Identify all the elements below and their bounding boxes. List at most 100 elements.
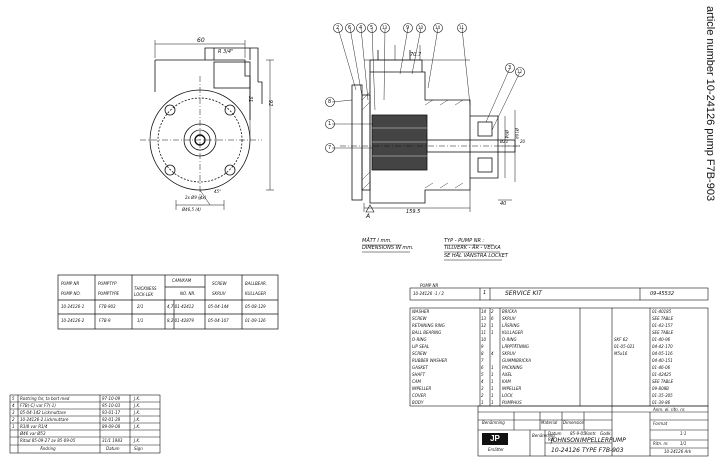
pump-table-cell: 05-08-129	[245, 304, 266, 309]
dim-shaft: 20	[520, 139, 526, 144]
parts-list-cell: SEE TABLE	[652, 379, 674, 384]
revision-cell: Rostring far, ta bort med	[20, 396, 70, 401]
parts-list-cell: SCREW	[412, 351, 427, 356]
revision-cell: Ø46 var Ø53	[20, 431, 46, 436]
pump-table-header: LOCK-LEK	[134, 292, 154, 297]
parts-list-cell: 1	[481, 400, 484, 405]
callout-6: 6	[348, 25, 352, 31]
callout-10: 10	[418, 25, 424, 30]
callout-1: 1	[328, 121, 332, 127]
parts-list-cell: 9	[481, 344, 484, 349]
dim-section-length: 159.5	[406, 209, 421, 215]
parts-list-cell: 04-40-151	[652, 358, 673, 363]
dim-phi-94: Ø94	[504, 130, 509, 139]
parts-list-cell: AXEL	[502, 372, 513, 377]
parts-list-cell: 01-39-86	[652, 400, 671, 405]
parts-list-cell: KULLAGER	[502, 330, 524, 335]
revision-cell: 89-09-08	[102, 424, 121, 429]
title-label-benamning-2: Benämning	[532, 433, 555, 438]
parts-list-cell: 12	[481, 323, 487, 328]
parts-list-cell: 10	[481, 337, 487, 342]
parts-list-cell: 01-42425	[652, 372, 672, 377]
parts-list-cell: SEE TABLE	[652, 330, 674, 335]
units-note-1: MÅTT I mm.	[362, 238, 392, 244]
parts-list-cell: 1	[491, 365, 494, 370]
pump-table-cell: 10-24126-2	[61, 318, 85, 323]
title-drawing-no: 10-24126 Ark	[664, 449, 692, 454]
dim-right: 31	[247, 96, 253, 103]
title-sheet: 1/1	[680, 441, 687, 446]
callout-5: 5	[370, 25, 374, 31]
parts-list-cell: BALL BEARING	[412, 330, 442, 335]
title-company-full: IMPELLERPUMP	[580, 437, 626, 444]
revision-cell: J.K.	[134, 438, 141, 443]
parts-list-cell: 01-40-96	[652, 337, 671, 342]
title-label-format: Format	[653, 421, 668, 426]
callout-9: 9	[406, 25, 410, 31]
pump-table-header: PUMPTYPE	[98, 291, 120, 296]
pump-table-header: PUMP NO.	[61, 291, 81, 296]
dim-width-top: 60	[197, 37, 205, 44]
parts-list-cell: IMPELLER	[412, 386, 432, 391]
pump-table-cell: 8,2 01-42879	[167, 318, 194, 323]
revision-lines	[9, 394, 161, 454]
parts-list-cell: 1	[491, 393, 494, 398]
dim-section-bottom-right: 40	[500, 201, 507, 207]
parts-list-cell: WASHER	[412, 309, 430, 314]
callout-14: 14	[435, 25, 441, 30]
parts-list-cell: 2	[481, 393, 484, 398]
pump-table-cell: 10-24126-1	[61, 304, 85, 309]
callout-8: 8	[328, 99, 332, 105]
revision-cell: 2	[12, 417, 15, 422]
title-scale: 1:1	[680, 431, 687, 436]
pump-table-header: THICKNESS	[134, 286, 157, 291]
callout-2: 2	[336, 25, 340, 31]
pump-table-cell: F7B-9	[99, 318, 111, 323]
revision-cell: J.K.	[134, 396, 141, 401]
parts-list-cell: SKF 62	[614, 337, 628, 342]
callout-13: 13	[382, 25, 388, 30]
callout-4: 4	[359, 25, 363, 31]
parts-list-cell: CAM	[412, 379, 421, 384]
parts-list-cell: RUBBER WASHER	[412, 358, 448, 363]
dim-angle: 45°	[214, 189, 222, 194]
pump-table-header: BALLBEAR.	[245, 281, 267, 286]
parts-list-cell: 13	[481, 316, 487, 321]
parts-list-cell: PUMPHUS	[502, 400, 522, 405]
service-kit-index: 1	[483, 290, 487, 296]
pump-id-note-3: SE HÅL VÄNSTRA LOCKET	[444, 253, 508, 259]
pump-table-header: NO. NR.	[180, 291, 196, 296]
pump-table-header: SCREW	[212, 281, 227, 286]
parts-list-cell: 6	[481, 365, 484, 370]
parts-list-cell: 11	[481, 330, 487, 335]
revision-cell: 5	[12, 396, 15, 401]
parts-list-cell: 7	[481, 358, 484, 363]
parts-list-cell: 1	[491, 386, 494, 391]
parts-list-cell: O-RING	[502, 337, 517, 342]
parts-list-cell: LOCK	[502, 393, 513, 398]
side-article-label: article number 10-24126 pump F7B-903	[700, 0, 720, 300]
title-company: JOHNSON	[551, 437, 580, 444]
title-label-rit: Rit.	[548, 437, 555, 442]
revision-cell: F7B(-C) var F7(-1)	[20, 403, 56, 408]
parts-list-cell: 4	[491, 351, 494, 356]
revision-cell: 31/1 1983	[102, 438, 123, 443]
parts-list-cell: 1	[491, 400, 494, 405]
pump-table-cell: 05-04-107	[208, 318, 229, 323]
parts-list-cell: SKRUV	[502, 316, 516, 321]
revision-footer: Sign	[134, 446, 143, 451]
pump-table-cell: 4,7 01-42412	[167, 304, 194, 309]
parts-list-cell: LÄPPTÄTNING	[502, 344, 530, 349]
parts-list-cell: 8	[481, 351, 484, 356]
dim-height: 92	[267, 100, 273, 107]
parts-list-cell: 09-808B	[652, 386, 669, 391]
callout-11: 11	[459, 25, 465, 30]
dim-phi-21: Ø21	[500, 139, 509, 144]
pump-table-cell: 05-04-144	[208, 304, 229, 309]
title-label-kontr: Kontr.	[585, 431, 597, 436]
title-label-dimension: Dimension	[563, 420, 585, 425]
service-kit-pump-num: 10-24126 -1 / 2	[413, 291, 444, 296]
pump-id-note-2: TILLVERK - ÅR - VECKA	[444, 245, 501, 251]
parts-list-lines	[409, 287, 709, 457]
parts-list-cell: IMPELLER	[502, 386, 522, 391]
